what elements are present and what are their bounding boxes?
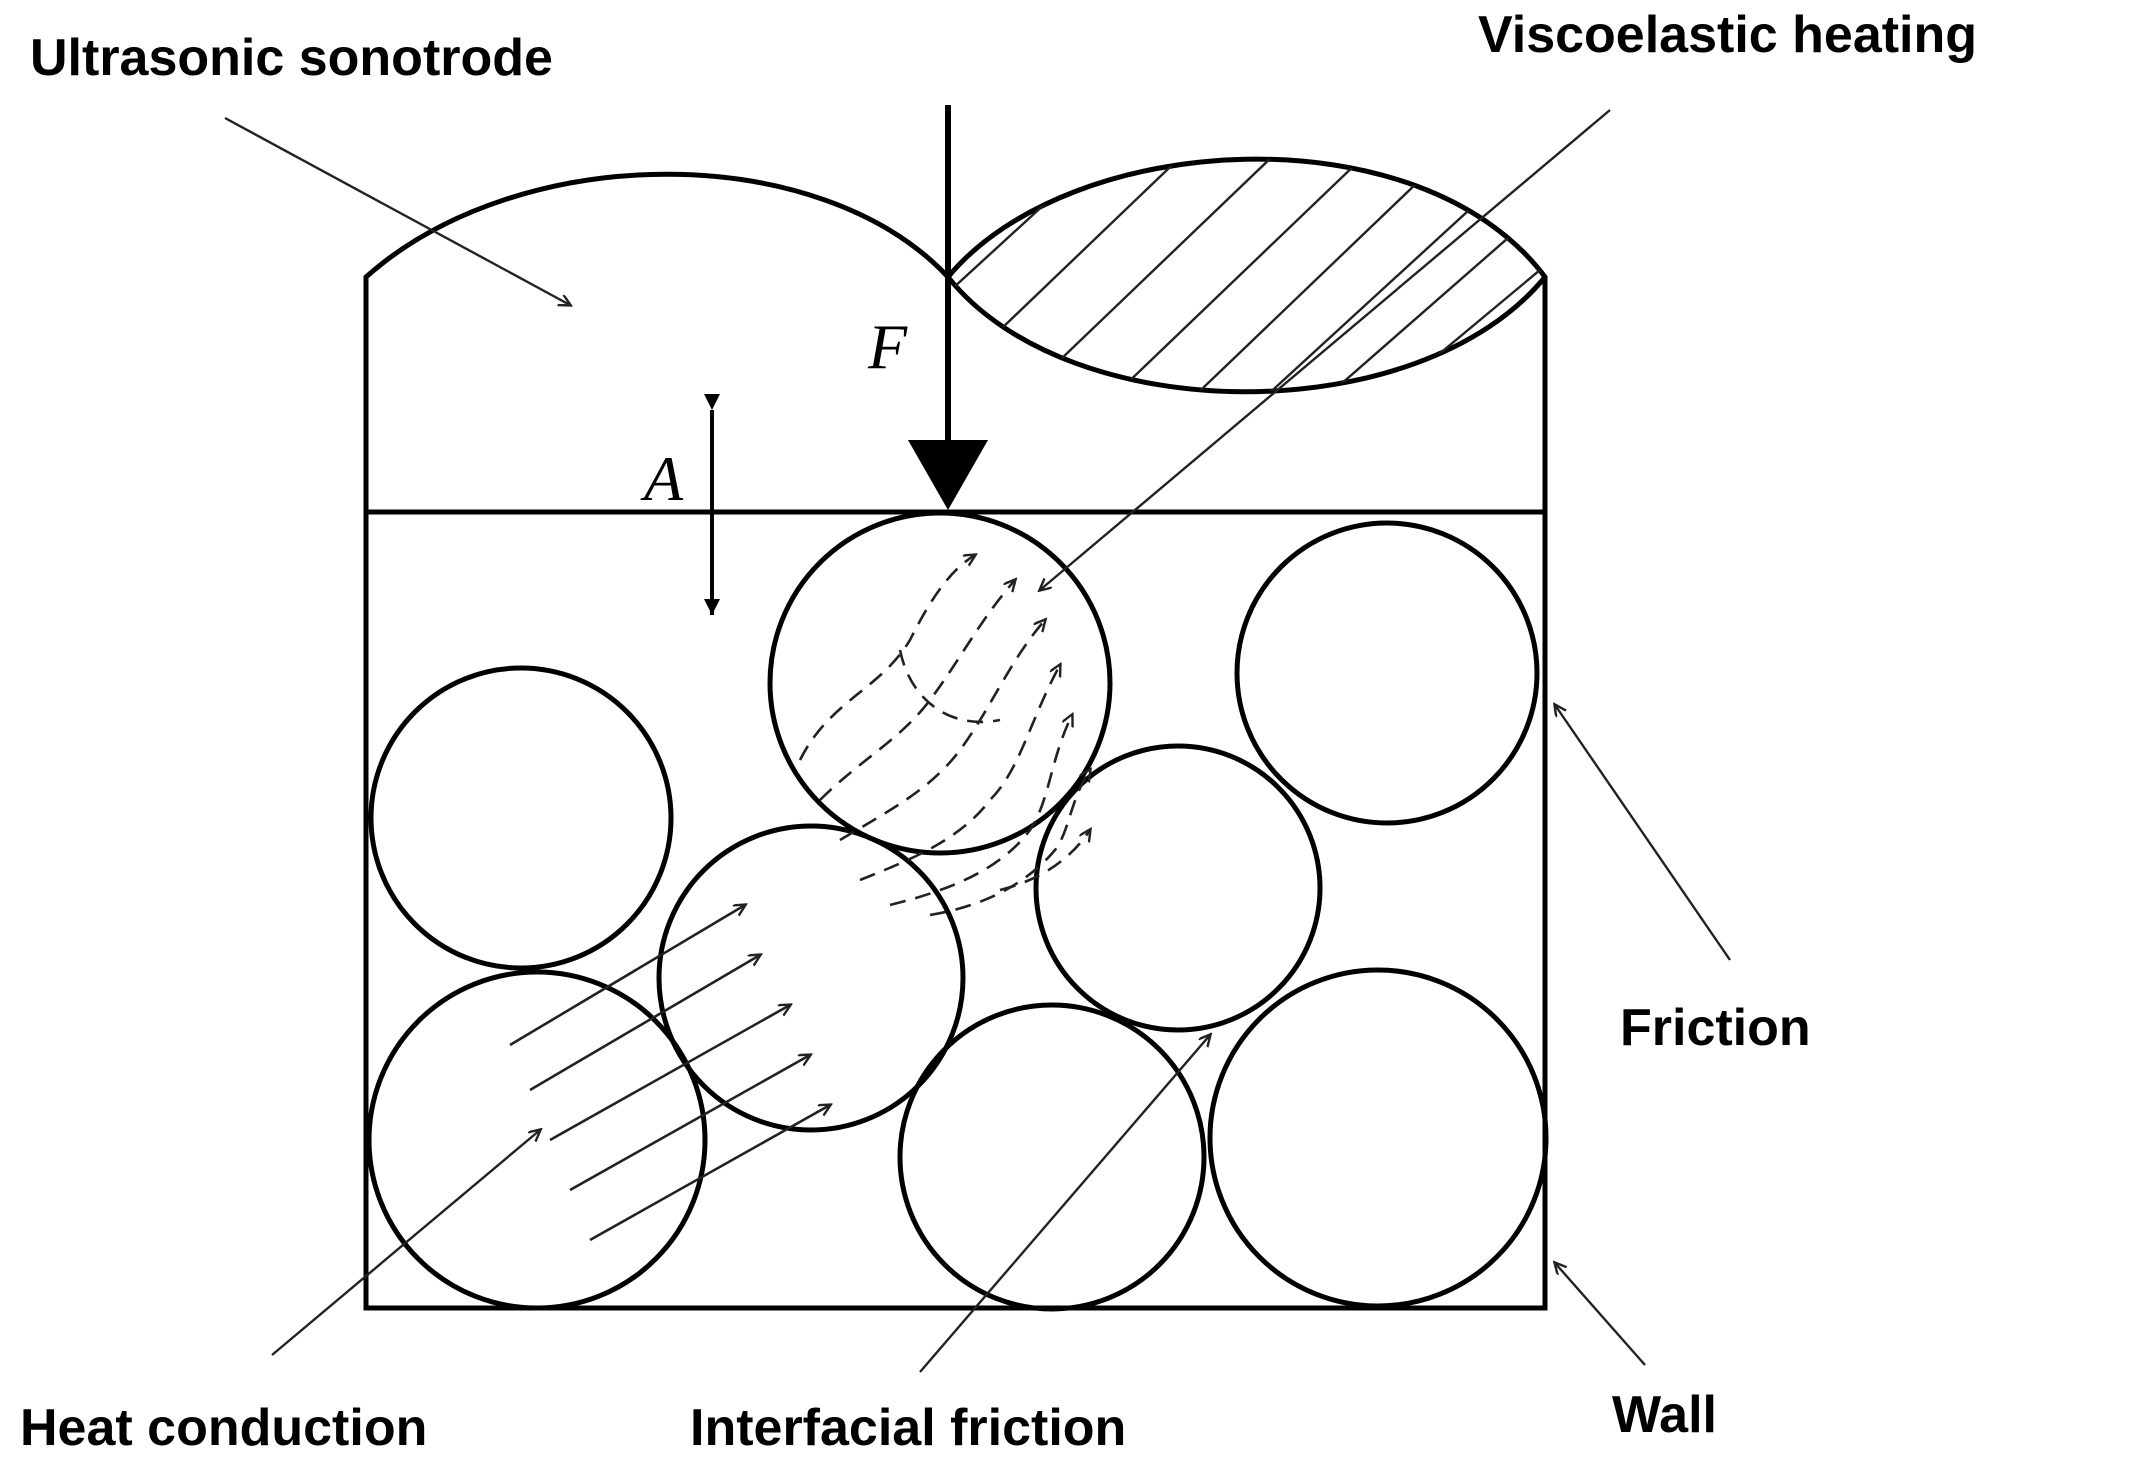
particle-center-left [656, 823, 966, 1133]
force-arrowhead [908, 440, 988, 510]
sonotrode-outline [363, 156, 1548, 515]
container-wall [363, 512, 1548, 1311]
viscoelastic-dashed-arrows [798, 555, 1090, 917]
label-friction: Friction [1620, 999, 1811, 1057]
label-wall: Wall [1612, 1386, 1717, 1444]
particle-left-upper [368, 665, 674, 971]
particle-top-right [1234, 520, 1540, 826]
heat-conduction-arrows [509, 905, 830, 1242]
force-symbol: F [867, 311, 908, 382]
particle-bottom-left [366, 969, 708, 1311]
particle-center [1033, 743, 1323, 1033]
amplitude-symbol: A [640, 443, 684, 514]
label-viscoelastic-heating: Viscoelastic heating [1478, 6, 1977, 64]
particle-bottom-mid [897, 1002, 1207, 1312]
sonotrode-wave-shifted [946, 275, 1547, 395]
label-heat-conduction: Heat conduction [20, 1399, 427, 1457]
label-ultrasonic-sonotrode: Ultrasonic sonotrode [30, 29, 553, 87]
wall-leader [1555, 1263, 1646, 1366]
label-interfacial-friction: Interfacial friction [690, 1399, 1126, 1457]
friction-leader [1555, 705, 1731, 961]
particle-top-center [767, 510, 1113, 856]
sonotrode-leader [224, 116, 570, 305]
heat-conduction-leader [271, 1130, 540, 1356]
viscoelastic-leader [1040, 109, 1611, 590]
viscoelastic-hatch [948, 159, 1545, 392]
interfacial-friction-leader [919, 1035, 1210, 1373]
particle-bottom-right [1207, 967, 1549, 1309]
